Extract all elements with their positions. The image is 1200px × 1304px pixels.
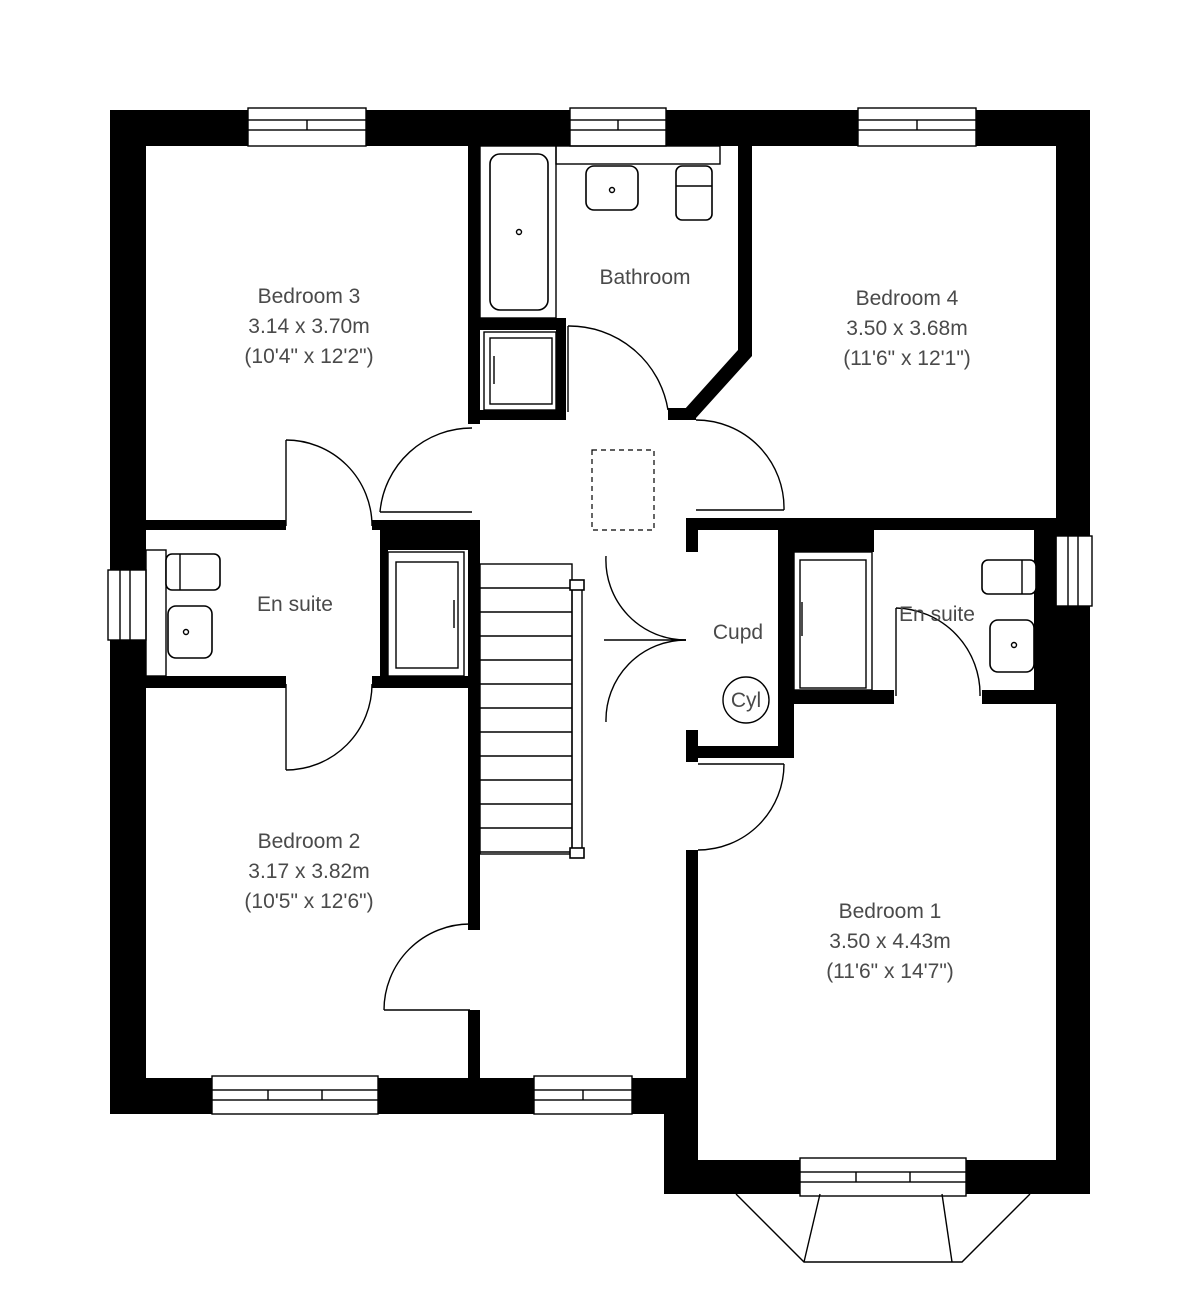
window-bedroom3 [247, 107, 367, 147]
bedroom1-metric: 3.50 x 4.43m [829, 930, 950, 953]
window-landing [533, 1075, 633, 1115]
staircase [479, 563, 585, 859]
bathroom-fixtures [479, 145, 721, 411]
window-bedroom1-bay [735, 1157, 1031, 1263]
window-ensuite-right [1055, 535, 1093, 607]
bedroom4-imperial: (11'6" x 12'1") [843, 347, 971, 370]
ensuite-left-name: En suite [257, 593, 333, 616]
ensuite-left-fixtures [145, 549, 465, 677]
bedroom1-imperial: (11'6" x 14'7") [826, 960, 954, 983]
windows [107, 107, 1093, 1263]
bedroom4-name: Bedroom 4 [856, 287, 959, 310]
bedroom2-name: Bedroom 2 [258, 830, 361, 853]
window-bedroom2 [211, 1075, 379, 1115]
doors [285, 325, 981, 1011]
bedroom3-metric: 3.14 x 3.70m [248, 315, 369, 338]
bedroom3-imperial: (10'4" x 12'2") [244, 345, 373, 368]
bathroom-name: Bathroom [599, 266, 690, 289]
cylinder-name: Cyl [731, 689, 761, 712]
ensuite-right-name: En suite [899, 603, 975, 626]
bedroom2-imperial: (10'5" x 12'6") [244, 890, 373, 913]
window-bedroom4 [857, 107, 977, 147]
ensuite-right-fixtures [793, 535, 1057, 691]
loft-hatch [591, 449, 655, 531]
cylinder-symbol [722, 676, 770, 724]
interior-walls [146, 146, 1056, 1090]
window-ensuite-left [107, 569, 147, 641]
room-labels: Bedroom 3 3.14 x 3.70m (10'4" x 12'2") B… [244, 266, 975, 983]
cupboard-name: Cupd [713, 621, 763, 644]
bedroom2-metric: 3.17 x 3.82m [248, 860, 369, 883]
bedroom4-metric: 3.50 x 3.68m [846, 317, 967, 340]
window-bathroom [569, 107, 667, 147]
bedroom1-name: Bedroom 1 [839, 900, 942, 923]
bedroom3-name: Bedroom 3 [258, 285, 361, 308]
